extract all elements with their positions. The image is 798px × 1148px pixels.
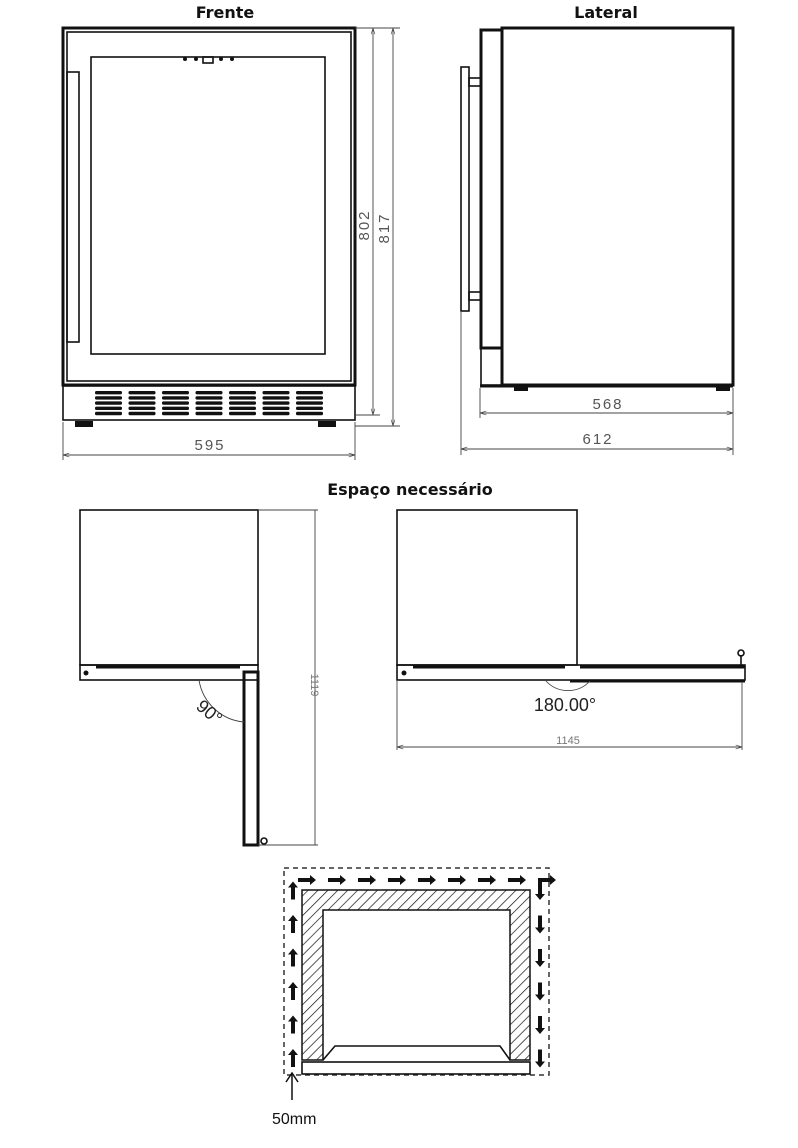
width-1145-dimension: 1145 <box>556 735 580 747</box>
cabinet-base <box>301 1061 531 1075</box>
ventilation-grille <box>95 391 323 416</box>
airflow-arrow-icon <box>535 982 545 1001</box>
insulated-cabinet <box>301 889 531 1061</box>
airflow-arrow-icon <box>288 1015 298 1034</box>
vent-block <box>262 391 290 416</box>
front-door-frame <box>61 26 357 387</box>
vent-block <box>229 391 256 416</box>
door-open-180-view: 180.00° 1145 <box>396 509 746 750</box>
airflow-arrow-icon <box>535 1016 545 1034</box>
airflow-arrow-icon <box>288 881 298 900</box>
angle-90-label: 90° <box>192 696 226 729</box>
side-handle <box>460 66 470 312</box>
door-handle <box>66 71 80 343</box>
open-door-90 <box>242 670 260 847</box>
cabinet-side <box>500 26 735 387</box>
gap-label: 50mm <box>272 1111 316 1128</box>
front-view: Frente 595 802 817 <box>61 3 400 460</box>
airflow-arrow-icon <box>298 875 316 885</box>
side-title: Lateral <box>574 3 638 22</box>
angle-180-label: 180.00° <box>534 695 596 715</box>
width-dimension: 595 <box>194 437 225 454</box>
airflow-arrow-icon <box>288 982 298 1000</box>
airflow-arrow-icon <box>478 875 496 885</box>
clearance-boundary <box>283 867 550 1076</box>
airflow-arrow-icon <box>535 915 545 934</box>
airflow-arrow-icon <box>508 875 526 885</box>
door-side <box>479 28 504 350</box>
airflow-arrow-icon <box>448 875 466 885</box>
kick-plate <box>62 385 356 421</box>
door-open-90-view: 90° 1119 <box>79 509 320 847</box>
clearance-title: Espaço necessário <box>327 480 493 499</box>
airflow-arrow-icon <box>288 1049 298 1067</box>
vent-block <box>195 391 223 416</box>
airflow-arrow-icon <box>288 915 298 933</box>
side-view: Lateral 568 612 <box>460 3 735 455</box>
airflow-diagram: 50mm <box>272 867 556 1128</box>
airflow-arrows <box>288 875 556 1068</box>
depth-1119-dimension: 1119 <box>308 674 320 697</box>
control-buttons <box>183 56 234 64</box>
vent-block <box>162 391 189 416</box>
height-total-dimension: 817 <box>376 212 393 243</box>
airflow-arrow-icon <box>388 875 406 885</box>
height-body-dimension: 802 <box>356 209 373 240</box>
airflow-arrow-icon <box>328 875 346 885</box>
depth-total-dimension: 612 <box>582 431 613 448</box>
airflow-arrow-icon <box>535 1049 545 1068</box>
vent-block <box>128 391 156 416</box>
airflow-arrow-icon <box>358 875 376 885</box>
vent-block <box>296 391 323 416</box>
vent-block <box>95 391 122 416</box>
foot-right <box>318 421 336 427</box>
foot-left <box>75 421 93 427</box>
airflow-arrow-icon <box>538 875 556 885</box>
airflow-arrow-icon <box>535 949 545 967</box>
depth-body-dimension: 568 <box>592 396 623 413</box>
airflow-arrow-icon <box>535 882 545 900</box>
airflow-arrow-icon <box>418 875 436 885</box>
glass-panel <box>90 56 326 355</box>
front-title: Frente <box>196 3 255 22</box>
airflow-arrow-icon <box>288 948 298 967</box>
